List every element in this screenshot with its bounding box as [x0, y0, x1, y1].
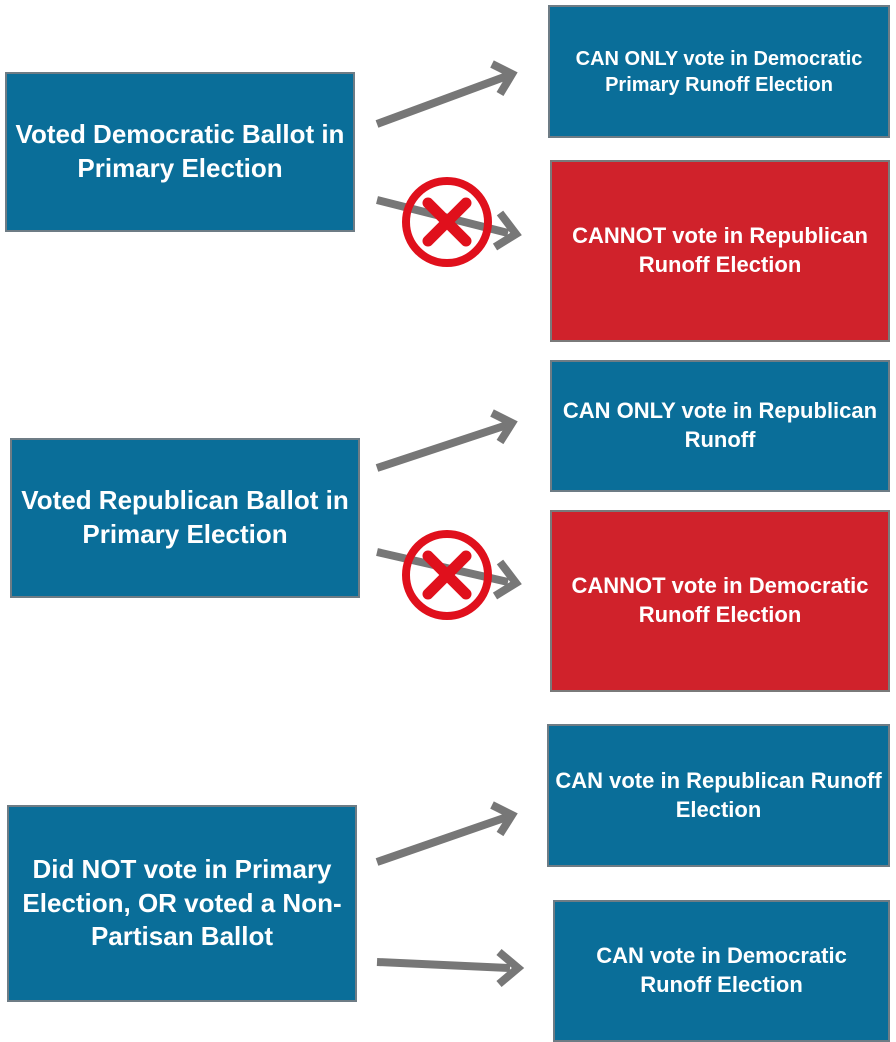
arrow-allowed: [376, 948, 525, 988]
allowed-label: CAN vote in Republican Runoff Election: [555, 767, 882, 822]
allowed-box-democratic-runoff: CAN ONLY vote in Democratic Primary Runo…: [548, 5, 890, 138]
cross-icon: [402, 530, 492, 620]
allowed-box-republican-runoff: CAN ONLY vote in Republican Runoff: [550, 360, 890, 492]
allowed-box-republican-runoff-2: CAN vote in Republican Runoff Election: [547, 724, 890, 867]
source-label: Did NOT vote in Primary Election, OR vot…: [22, 853, 342, 952]
arrow-allowed: [375, 409, 518, 472]
cross-icon: [402, 177, 492, 267]
source-label: Voted Republican Ballot in Primary Elect…: [21, 485, 349, 549]
allowed-box-democratic-runoff-2: CAN vote in Democratic Runoff Election: [553, 900, 890, 1042]
allowed-label: CAN ONLY vote in Democratic Primary Runo…: [575, 47, 863, 96]
source-box-republican: Voted Republican Ballot in Primary Elect…: [10, 438, 360, 598]
arrow-allowed: [375, 60, 518, 128]
source-box-democratic: Voted Democratic Ballot in Primary Elect…: [5, 72, 355, 232]
denied-label: CANNOT vote in Democratic Runoff Electio…: [571, 573, 869, 627]
denied-box-republican-runoff: CANNOT vote in Republican Runoff Electio…: [550, 160, 890, 342]
denied-label: CANNOT vote in Republican Runoff Electio…: [572, 223, 868, 277]
arrow-allowed: [375, 801, 518, 866]
denied-box-democratic-runoff: CANNOT vote in Democratic Runoff Electio…: [550, 510, 890, 692]
source-label: Voted Democratic Ballot in Primary Elect…: [15, 119, 345, 183]
source-box-nonpartisan: Did NOT vote in Primary Election, OR vot…: [7, 805, 357, 1002]
allowed-label: CAN vote in Democratic Runoff Election: [596, 943, 847, 997]
allowed-label: CAN ONLY vote in Republican Runoff: [562, 398, 878, 452]
